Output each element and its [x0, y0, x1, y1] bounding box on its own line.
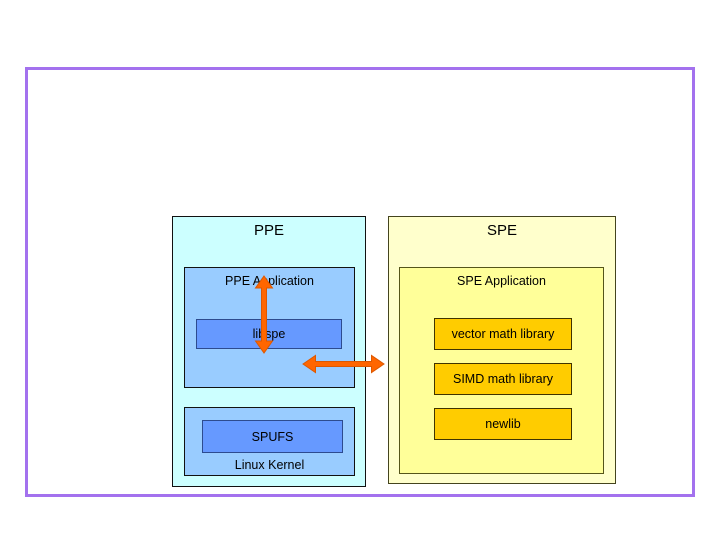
spe-box: SPE SPE Application vector math library … [388, 216, 616, 484]
spe-title: SPE [486, 222, 517, 239]
linux-kernel-label: Linux Kernel [234, 458, 305, 472]
spufs-box: SPUFS [202, 420, 343, 453]
ppe-title: PPE [253, 222, 284, 239]
spe-application-box: SPE Application vector math library SIMD… [399, 267, 604, 474]
linux-kernel-box: SPUFS Linux Kernel [184, 407, 355, 476]
libspe-box: libspe [196, 319, 342, 349]
vector-math-library-box: vector math library [434, 318, 572, 350]
newlib-box: newlib [434, 408, 572, 440]
simd-math-library-box: SIMD math library [434, 363, 572, 395]
ppe-application-label: PPE Application [225, 274, 314, 288]
slide-frame: PPE PPE Application libspe SPUFS Linux K… [25, 67, 695, 497]
ppe-application-box: PPE Application libspe [184, 267, 355, 388]
spe-application-label: SPE Application [457, 274, 546, 288]
ppe-box: PPE PPE Application libspe SPUFS Linux K… [172, 216, 366, 487]
